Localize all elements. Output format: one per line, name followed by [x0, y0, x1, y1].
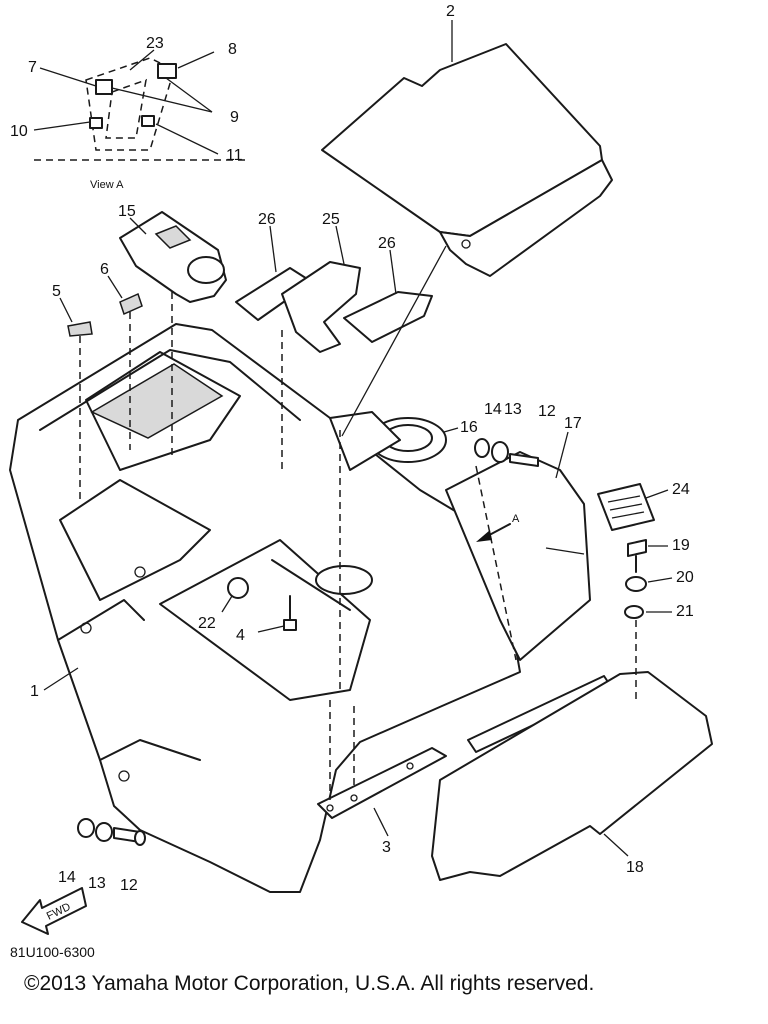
callout-22: 22: [198, 615, 216, 632]
part-5-clip: [67, 321, 93, 337]
drawing-code: 81U100-6300: [10, 944, 95, 960]
callout-10: 10: [10, 123, 28, 140]
callout-26-left: 26: [258, 211, 276, 228]
detail-a-label: A: [512, 513, 520, 525]
callout-12-lower: 12: [120, 877, 138, 894]
callout-25: 25: [322, 211, 340, 228]
callout-13-lower: 13: [88, 875, 106, 892]
clip-7: [95, 79, 113, 95]
part-22-cap: [227, 577, 249, 599]
fastener-set-lower: [77, 818, 146, 846]
callout-7: 7: [28, 59, 37, 76]
callout-11: 11: [226, 147, 243, 164]
callout-18: 18: [626, 859, 644, 876]
callout-5: 5: [52, 283, 61, 300]
part-4-screw: [283, 595, 297, 631]
callout-21: 21: [676, 603, 694, 620]
clip-8: [157, 63, 177, 79]
callout-8: 8: [228, 41, 237, 58]
callout-3: 3: [382, 839, 391, 856]
fastener-set-right: [624, 539, 647, 619]
callout-14-lower: 14: [58, 869, 76, 886]
part-2-cover-panel: [321, 43, 613, 277]
part-16-grommet: [369, 417, 447, 463]
callout-16: 16: [460, 419, 478, 436]
fastener-set-upper: [474, 438, 539, 467]
callout-12-upper: 12: [538, 403, 556, 420]
part-15-holder: [119, 211, 227, 303]
part-1-main-body: [9, 323, 521, 893]
callout-24: 24: [672, 481, 690, 498]
view-a-label: View A: [90, 179, 124, 191]
callout-26-right: 26: [378, 235, 396, 252]
view-a-inset: View A: [34, 57, 250, 191]
callout-13-upper: 13: [504, 401, 522, 418]
callout-14-upper: 14: [484, 401, 502, 418]
leader-lines: [33, 20, 673, 857]
copyright-notice: ©2013 Yamaha Motor Corporation, U.S.A. A…: [24, 972, 595, 995]
part-24-label: [597, 483, 655, 531]
callout-20: 20: [676, 569, 694, 586]
fwd-arrow-icon: FWD: [21, 887, 87, 935]
callout-2: 2: [446, 3, 455, 20]
callout-6: 6: [100, 261, 109, 278]
part-18-lower-cover: [431, 671, 713, 881]
callout-numbers: 2 23 7 8 9 10 11 15 6 5 26 25 26 14 13 1…: [10, 3, 694, 894]
callout-4: 4: [236, 627, 245, 644]
callout-15: 15: [118, 203, 136, 220]
callout-19: 19: [672, 537, 690, 554]
callout-9: 9: [230, 109, 239, 126]
part-6-clip: [119, 292, 143, 316]
detail-a-arrow: A: [476, 513, 520, 542]
part-17-side-panel: [445, 451, 591, 661]
assembly-dashed-lines: [79, 245, 637, 800]
clip-10: [89, 117, 103, 129]
part-25-26-brackets: [235, 261, 433, 353]
callout-1: 1: [30, 683, 39, 700]
callout-17: 17: [564, 415, 582, 432]
clip-11: [141, 115, 155, 127]
callout-23: 23: [146, 35, 164, 52]
